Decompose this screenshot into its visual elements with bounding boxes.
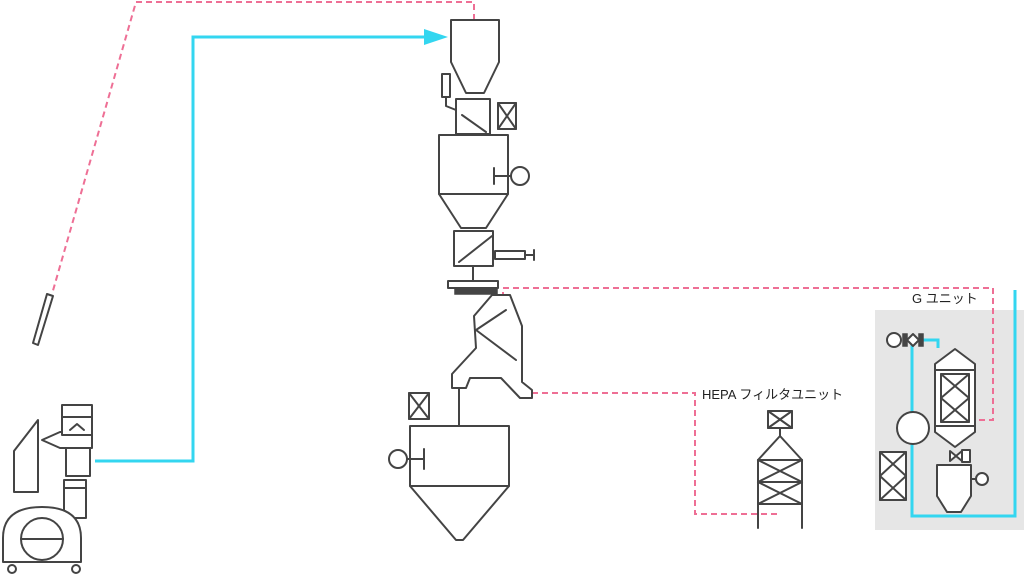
- mixing-tank: [438, 134, 509, 229]
- g-unit-return-line: [922, 338, 940, 348]
- blower-hood: [13, 419, 39, 493]
- valve-actuator: [494, 250, 526, 260]
- silo-agitator-motor: [388, 449, 408, 469]
- caster-wheel-left: [7, 564, 17, 574]
- feeder-box: [455, 98, 491, 135]
- flange-plate: [447, 280, 499, 289]
- product-silo: [409, 425, 510, 541]
- cyclone-top: [61, 404, 93, 436]
- transport-line: [95, 29, 448, 463]
- exhaust-line-to-hepa: [532, 392, 778, 515]
- g-unit-side-filter: [879, 451, 907, 501]
- exhaust-lines: [51, 1, 994, 515]
- receiving-hopper: [450, 19, 500, 94]
- transport-arrowhead: [424, 29, 448, 45]
- main-process-column: [388, 19, 535, 541]
- agitator-motor: [510, 166, 530, 186]
- exhaust-line-hopper-vent: [51, 1, 475, 295]
- suction-nozzle: [32, 293, 54, 346]
- blower-station: [2, 404, 93, 574]
- mill-separator: [451, 294, 533, 399]
- hepa-filter-unit: HEPA フィルタユニット: [702, 387, 843, 529]
- g-unit-bin-motor: [975, 472, 989, 486]
- level-gauge: [441, 73, 451, 98]
- g-unit-label: G ユニット: [912, 291, 978, 306]
- caster-wheel-right: [71, 564, 81, 574]
- flange-gasket: [454, 287, 498, 295]
- exhaust-line-to-g-unit: [502, 287, 994, 421]
- hepa-unit-label: HEPA フィルタユニット: [702, 387, 843, 402]
- g-unit-pump: [886, 332, 902, 348]
- cyclone-body: [65, 447, 91, 477]
- g-unit-collection-bin: [936, 464, 972, 513]
- g-unit: G ユニット: [879, 290, 1017, 518]
- g-unit-blower: [896, 411, 930, 445]
- cyclone-chevron-icon: [69, 423, 85, 431]
